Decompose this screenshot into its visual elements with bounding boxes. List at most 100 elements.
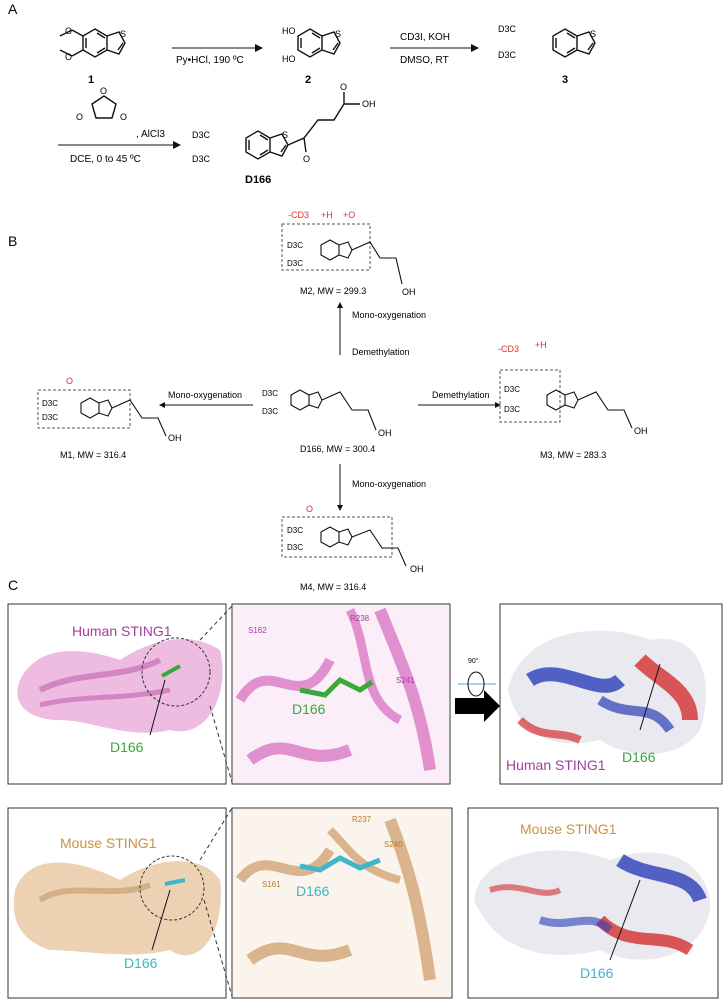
panel-label-c: C [8, 577, 18, 593]
arrow-left-label: Mono-oxygenation [168, 390, 242, 400]
compound-1-label: 1 [88, 74, 94, 86]
mouse-surface-ligand: D166 [580, 965, 614, 981]
zoom-line [199, 807, 233, 861]
mouse-sting1-overview: Mouse STING1 D166 [7, 807, 227, 999]
human-surface-ligand: D166 [622, 749, 656, 765]
atom-o: O [65, 26, 72, 36]
atom-d3c: D3C [287, 241, 303, 250]
reagent-step3-top: , AlCl3 [136, 129, 165, 140]
atom-oh: OH [402, 287, 416, 297]
human-surface: Human STING1 D166 [499, 603, 723, 785]
m3-mod-demethyl: -CD3 [498, 344, 519, 354]
atom-oh: OH [410, 564, 424, 574]
mouse-overview-ligand: D166 [124, 955, 158, 971]
arrow-up-lower-label: Demethylation [352, 347, 410, 357]
mouse-binding-site: R237 S240 S161 D166 [231, 807, 453, 999]
compound-3-label: 3 [562, 74, 568, 86]
mouse-surface-title: Mouse STING1 [520, 821, 617, 837]
atom-d3c: D3C [192, 154, 211, 164]
atom-s: S [590, 29, 596, 39]
atom-o: O [303, 154, 310, 164]
atom-o: O [65, 52, 72, 62]
panel-label-a: A [8, 1, 18, 17]
arrow-up-upper-label: Mono-oxygenation [352, 310, 426, 320]
atom-d3c: D3C [42, 413, 58, 422]
m2-mod-h: +H [321, 210, 333, 220]
panel-label-b: B [8, 233, 17, 249]
rotation-label: 90° [468, 657, 479, 665]
metabolite-m4: O D3C D3C OH [281, 504, 424, 574]
mouse-overview-title: Mouse STING1 [60, 835, 157, 851]
metabolite-center-d166: D3C D3C OH [262, 389, 392, 438]
reagent-step2-top: CD3I, KOH [400, 32, 450, 43]
human-overview-ligand: D166 [110, 739, 144, 755]
atom-oh: OH [362, 99, 376, 109]
atom-oh: OH [634, 426, 648, 436]
atom-d3c: D3C [42, 399, 58, 408]
human-binding-site: S162 R238 S241 D166 [231, 603, 451, 785]
rotation-indicator: 90° [458, 657, 496, 697]
atom-o: O [340, 82, 347, 92]
atom-o: O [76, 112, 83, 122]
atom-ho: HO [282, 54, 296, 64]
compound-1-structure: O O S [59, 26, 126, 62]
big-arrow [455, 690, 500, 722]
m3-mod-h: +H [535, 340, 547, 350]
m2-mod-demethyl: -CD3 [288, 210, 309, 220]
m1-label: M1, MW = 316.4 [60, 450, 126, 460]
reagent-step1: Py•HCl, 190 ºC [176, 55, 244, 66]
d166-structure: D3C D3C S O O OH [192, 82, 376, 164]
residue-s161: S161 [262, 880, 281, 889]
residue-r237: R237 [352, 815, 372, 824]
atom-o: O [100, 86, 107, 96]
zoom-line [203, 899, 233, 997]
mouse-surface: Mouse STING1 D166 [467, 807, 719, 999]
human-surface-title: Human STING1 [506, 757, 606, 773]
atom-oh: OH [168, 433, 182, 443]
atom-d3c: D3C [504, 385, 520, 394]
arrow-down-label: Mono-oxygenation [352, 479, 426, 489]
atom-s: S [120, 29, 126, 39]
atom-d3c: D3C [498, 50, 517, 60]
human-sting1-overview: Human STING1 D166 [7, 603, 227, 785]
zoom-line [209, 705, 233, 783]
m4-mod-o: O [306, 504, 313, 514]
atom-d3c: D3C [504, 405, 520, 414]
residue-s240: S240 [384, 840, 403, 849]
compound-2-structure: HO HO S [282, 26, 341, 64]
atom-o: O [120, 112, 127, 122]
atom-d3c: D3C [498, 24, 517, 34]
m3-label: M3, MW = 283.3 [540, 450, 606, 460]
human-site-ligand: D166 [292, 701, 326, 717]
metabolite-m1: O D3C D3C OH [37, 376, 182, 443]
reagent-step2-bottom: DMSO, RT [400, 55, 449, 66]
d166-label: D166 [245, 174, 271, 186]
residue-s162: S162 [248, 626, 267, 635]
atom-d3c: D3C [262, 407, 278, 416]
mouse-site-ligand: D166 [296, 883, 330, 899]
metabolite-m3: -CD3 +H D3C D3C OH [498, 340, 648, 436]
atom-d3c: D3C [287, 543, 303, 552]
atom-d3c: D3C [262, 389, 278, 398]
atom-d3c: D3C [287, 526, 303, 535]
arrow-right-label: Demethylation [432, 390, 490, 400]
residue-r238: R238 [350, 614, 370, 623]
atom-d3c: D3C [192, 130, 211, 140]
m2-mod-o: +O [343, 210, 355, 220]
atom-s: S [282, 130, 288, 140]
atom-ho: HO [282, 26, 296, 36]
reagent-step3-bottom: DCE, 0 to 45 ºC [70, 154, 141, 165]
atom-oh: OH [378, 428, 392, 438]
succinic-anhydride: O O O [76, 86, 127, 122]
m4-label: M4, MW = 316.4 [300, 582, 366, 592]
metabolite-m2: -CD3 +H +O D3C D3C OH [281, 210, 416, 297]
compound-3-structure: D3C D3C S [498, 24, 596, 60]
compound-2-label: 2 [305, 74, 311, 86]
atom-s: S [335, 29, 341, 39]
atom-d3c: D3C [287, 259, 303, 268]
human-overview-title: Human STING1 [72, 623, 172, 639]
residue-s241: S241 [396, 676, 415, 685]
center-label: D166, MW = 300.4 [300, 444, 375, 454]
m1-mod-o: O [66, 376, 73, 386]
